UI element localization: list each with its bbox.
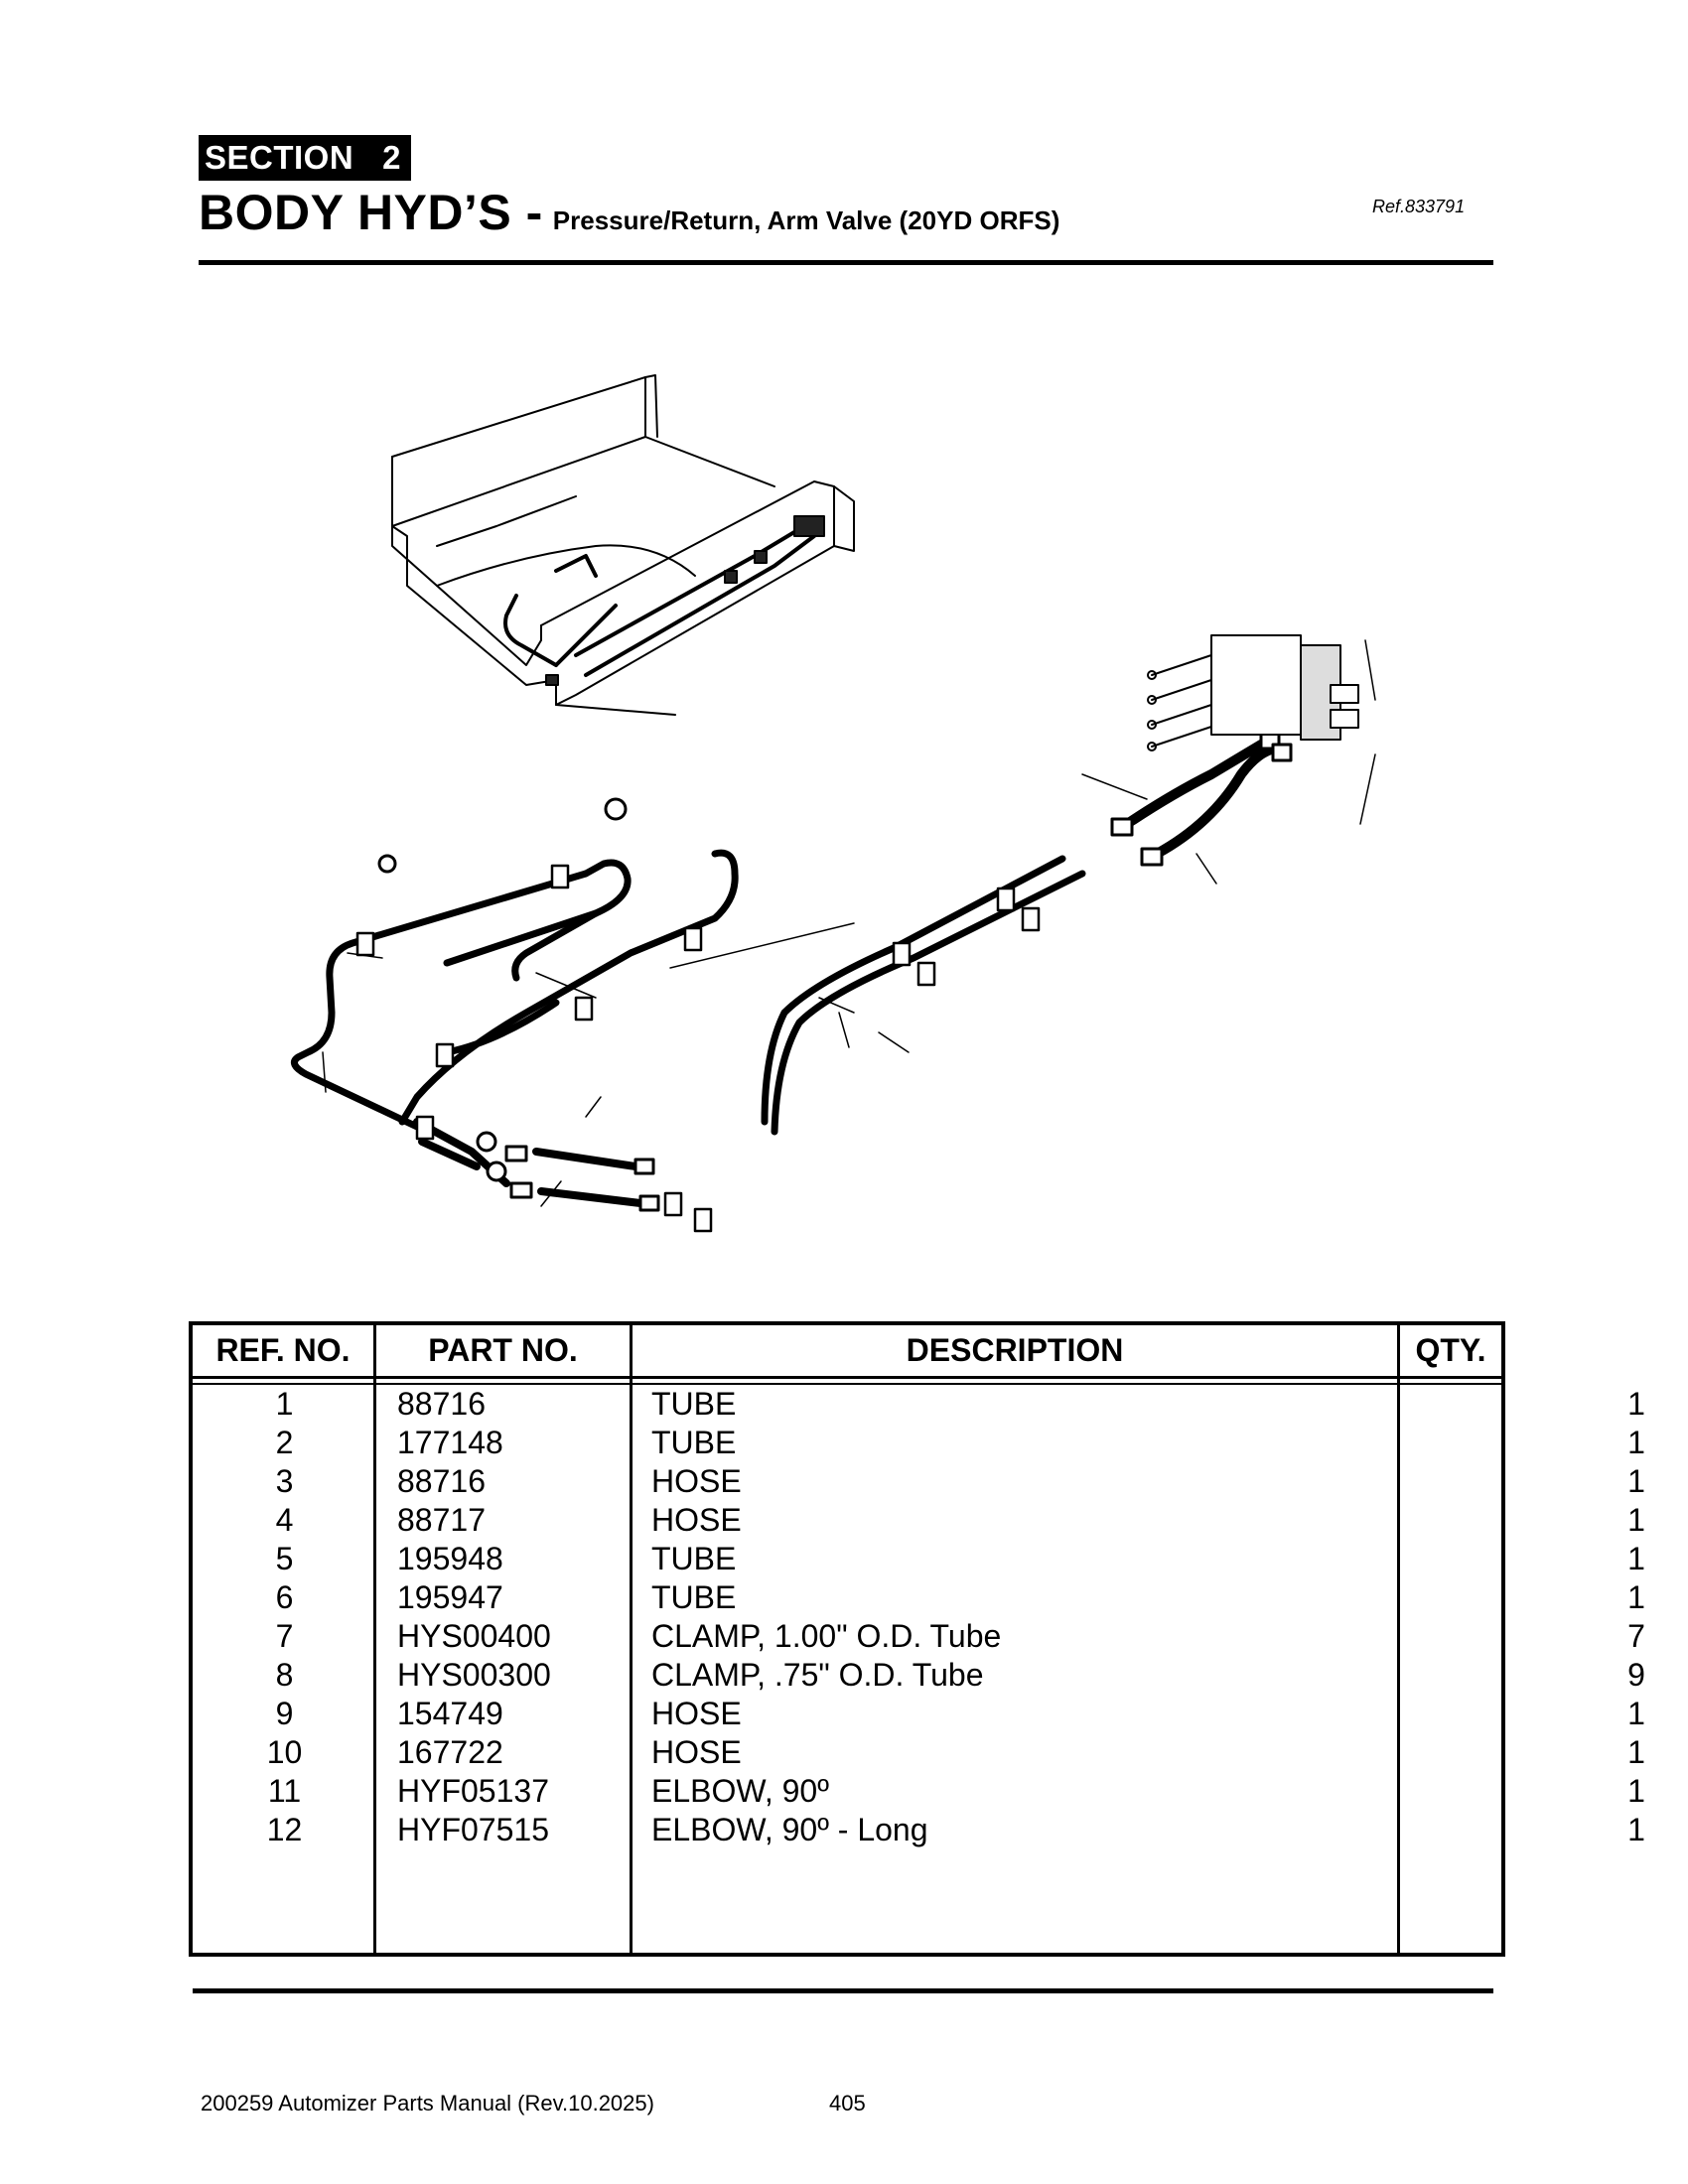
table-row: 8 HYS00300 CLAMP, .75" O.D. Tube 9	[193, 1656, 1645, 1695]
middle-tube-assembly	[398, 849, 739, 1126]
cell-qty: 1	[1627, 1386, 1645, 1422]
table-row: 2 177148 TUBE 1	[193, 1424, 1645, 1462]
cell-part: 195947	[397, 1579, 503, 1615]
cell-ref: 7	[275, 1618, 294, 1654]
cell-desc: ELBOW, 90º - Long	[651, 1812, 928, 1847]
cell-ref: 6	[275, 1579, 294, 1615]
cell-desc: TUBE	[651, 1579, 737, 1615]
column-divider	[630, 1325, 633, 1953]
cell-part: HYF07515	[397, 1812, 549, 1847]
cell-part: HYS00300	[397, 1657, 551, 1693]
cell-qty: 7	[1627, 1618, 1645, 1654]
header-part-no: PART NO.	[428, 1332, 578, 1368]
table-row: 7 HYS00400 CLAMP, 1.00" O.D. Tube 7	[193, 1617, 1645, 1656]
body-frame-hoses	[503, 524, 816, 677]
cell-ref: 10	[266, 1734, 303, 1770]
header-qty: QTY.	[1415, 1332, 1486, 1368]
cell-part: 195948	[397, 1541, 503, 1576]
header-rule	[199, 260, 1493, 265]
cell-desc: ELBOW, 90º	[651, 1773, 829, 1809]
column-divider	[373, 1325, 376, 1953]
cell-ref: 1	[275, 1386, 294, 1422]
cell-part: 88716	[397, 1386, 486, 1422]
valve-hose-fittings	[1110, 731, 1293, 867]
cell-qty: 9	[1627, 1657, 1645, 1693]
cell-part: 88716	[397, 1463, 486, 1499]
cell-qty: 1	[1627, 1502, 1645, 1538]
table-row: 5 195948 TUBE 1	[193, 1540, 1645, 1578]
body-frame-valve	[545, 515, 825, 686]
table-row: 1 88716 TUBE 1	[193, 1385, 1645, 1424]
cell-qty: 1	[1627, 1812, 1645, 1847]
cell-part: 154749	[397, 1696, 503, 1731]
cell-qty: 1	[1627, 1463, 1645, 1499]
page-title-main: BODY HYD’S -	[199, 185, 543, 240]
cell-ref: 9	[275, 1696, 294, 1731]
cell-ref: 12	[266, 1812, 303, 1847]
table-row: 10 167722 HOSE 1	[193, 1733, 1645, 1772]
header-description: DESCRIPTION	[906, 1332, 1124, 1368]
column-divider	[1397, 1325, 1400, 1953]
table-row: 3 88716 HOSE 1	[193, 1462, 1645, 1501]
table-row: 6 195947 TUBE 1	[193, 1578, 1645, 1617]
cell-desc: HOSE	[651, 1696, 742, 1731]
right-tube-pair	[761, 855, 1086, 1136]
valve-hoses	[1122, 740, 1276, 859]
cell-ref: 11	[267, 1773, 302, 1809]
cell-part: 88717	[397, 1502, 486, 1538]
cell-ref: 8	[275, 1657, 294, 1693]
section-badge: SECTION 2	[199, 135, 412, 181]
cell-desc: TUBE	[651, 1541, 737, 1576]
header-ref-no: REF. NO.	[215, 1332, 351, 1368]
cell-ref: 3	[275, 1463, 294, 1499]
cell-ref: 4	[275, 1502, 294, 1538]
footer-page-number: 405	[829, 2091, 866, 2116]
cell-desc: HOSE	[651, 1463, 742, 1499]
cell-desc: HOSE	[651, 1502, 742, 1538]
cell-qty: 1	[1627, 1579, 1645, 1615]
hydraulic-assembly-diagram	[290, 374, 1376, 1233]
cell-desc: CLAMP, 1.00" O.D. Tube	[651, 1618, 1002, 1654]
header-divider	[193, 1383, 1501, 1385]
parts-table: REF. NO. PART NO. DESCRIPTION QTY. 1 8871…	[189, 1321, 1645, 1957]
cell-part: 177148	[397, 1425, 503, 1460]
arm-control-valve	[1147, 634, 1359, 751]
cell-ref: 2	[275, 1425, 294, 1460]
callout-leaders	[322, 639, 1376, 1207]
reference-number: Ref.833791	[1372, 197, 1466, 216]
header-divider	[193, 1376, 1501, 1379]
body-frame-overview	[391, 374, 855, 716]
footer-manual-title: 200259 Automizer Parts Manual (Rev.10.20…	[201, 2091, 654, 2116]
cell-desc: TUBE	[651, 1386, 737, 1422]
cell-desc: HOSE	[651, 1734, 742, 1770]
page-title-sub: Pressure/Return, Arm Valve (20YD ORFS)	[552, 205, 1060, 235]
cell-qty: 1	[1627, 1734, 1645, 1770]
cell-qty: 1	[1627, 1696, 1645, 1731]
table-row: 9 154749 HOSE 1	[193, 1695, 1645, 1733]
page-title: BODY HYD’S - Pressure/Return, Arm Valve (…	[199, 185, 1059, 253]
cell-desc: CLAMP, .75" O.D. Tube	[651, 1657, 984, 1693]
cell-qty: 1	[1627, 1425, 1645, 1460]
table-row: 11 HYF05137 ELBOW, 90º 1	[193, 1772, 1645, 1811]
table-row: 12 HYF07515 ELBOW, 90º - Long 1	[193, 1811, 1645, 1849]
cell-part: 167722	[397, 1734, 503, 1770]
left-tube-assembly	[290, 859, 632, 1131]
cell-part: HYS00400	[397, 1618, 551, 1654]
footer-rule	[193, 1988, 1493, 1993]
cell-ref: 5	[275, 1541, 294, 1576]
tube-clamps	[355, 864, 1041, 1233]
cell-qty: 1	[1627, 1773, 1645, 1809]
cell-desc: TUBE	[651, 1425, 737, 1460]
table-row: 4 88717 HOSE 1	[193, 1501, 1645, 1540]
cell-qty: 1	[1627, 1541, 1645, 1576]
cell-part: HYF05137	[397, 1773, 549, 1809]
hose-fittings	[377, 797, 660, 1212]
